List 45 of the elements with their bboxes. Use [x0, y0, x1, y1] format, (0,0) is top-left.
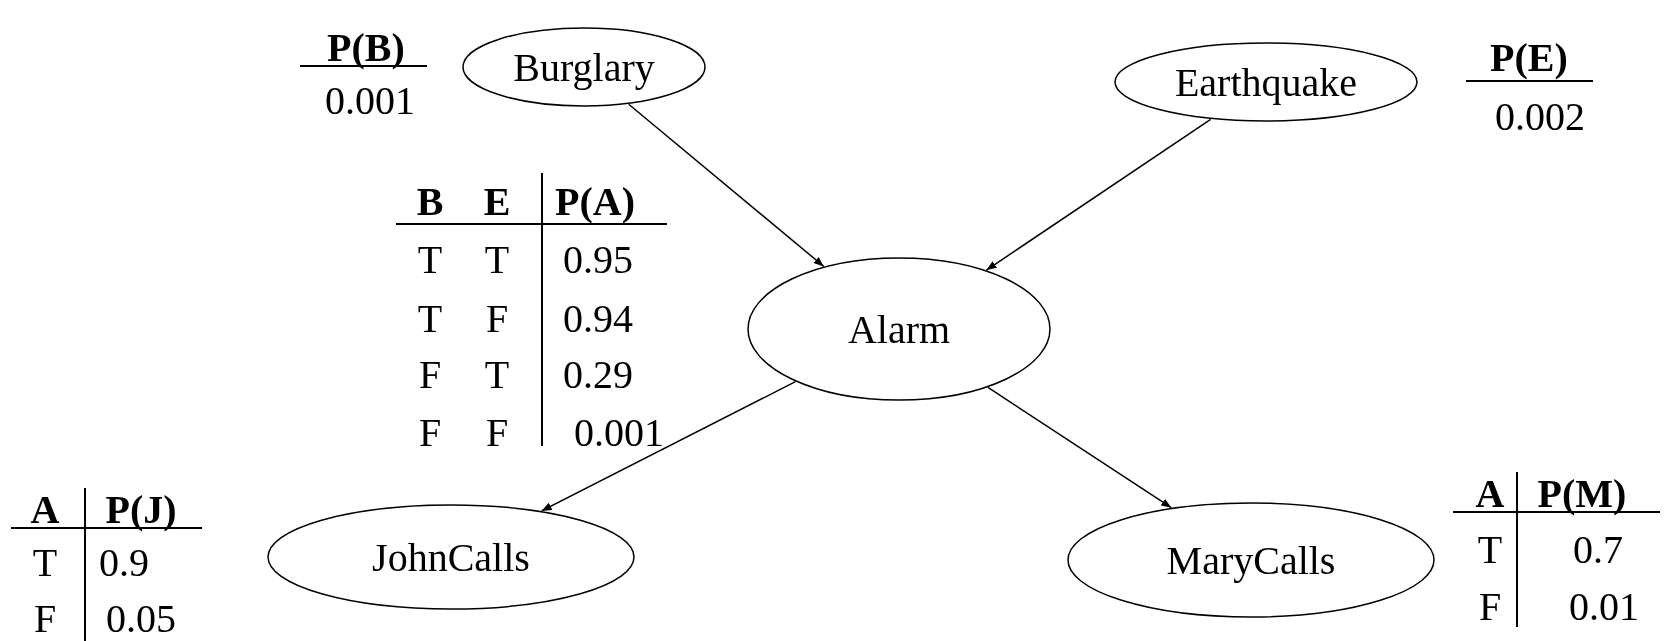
ellipse-node: [747, 257, 1051, 401]
ellipse-node: [1067, 502, 1435, 618]
table-value: 0.7: [1573, 530, 1623, 570]
table-value: F: [418, 355, 442, 395]
node-label: Earthquake: [1174, 58, 1358, 106]
table-value: 0.94: [563, 299, 633, 339]
table-value: T: [417, 299, 443, 339]
node-label: JohnCalls: [372, 533, 530, 581]
table-value: 0.01: [1569, 587, 1639, 627]
table-value: 0.9: [99, 543, 149, 583]
table-value: F: [33, 599, 57, 639]
table-value: 0.95: [563, 240, 633, 280]
ellipse-node: [462, 27, 706, 107]
table-header: P(J): [105, 490, 177, 530]
table-value: 0.001: [574, 413, 664, 453]
table-header: P(M): [1537, 474, 1627, 514]
ellipse-node: [267, 504, 635, 610]
table-header: A: [1475, 474, 1505, 514]
arrow: [985, 118, 1212, 271]
table-value: T: [484, 355, 510, 395]
table-value: T: [417, 240, 443, 280]
table-value: F: [485, 299, 509, 339]
table-header: E: [483, 182, 511, 222]
table-header: P(E): [1490, 38, 1568, 78]
table-value: T: [484, 240, 510, 280]
arrow: [987, 386, 1173, 509]
ellipse-node: [1114, 42, 1418, 122]
table-header: P(B): [327, 28, 405, 68]
table-value: F: [1478, 587, 1502, 627]
node-label: Alarm: [847, 305, 951, 353]
arrow: [628, 103, 825, 268]
node-label: MaryCalls: [1166, 536, 1336, 584]
table-value: 0.002: [1495, 97, 1585, 137]
table-value: T: [32, 543, 58, 583]
table-header: A: [30, 490, 60, 530]
table-value: T: [1477, 530, 1503, 570]
node-label: Burglary: [513, 43, 655, 91]
table-value: 0.001: [325, 81, 415, 121]
table-value: F: [485, 413, 509, 453]
table-header: B: [416, 182, 444, 222]
table-header: P(A): [555, 182, 635, 222]
table-value: 0.29: [563, 355, 633, 395]
table-value: F: [418, 413, 442, 453]
table-value: 0.05: [106, 599, 176, 639]
arrow: [540, 380, 797, 512]
